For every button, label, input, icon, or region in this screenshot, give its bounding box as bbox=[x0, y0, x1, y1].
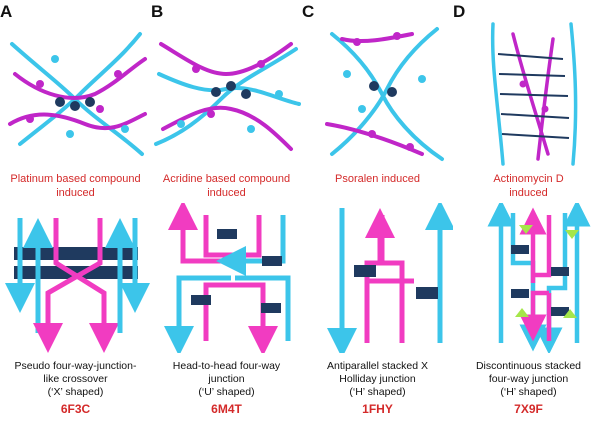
ligand-block bbox=[262, 256, 282, 266]
panel-title: Acridine based compound induced bbox=[162, 173, 291, 199]
molecular-structure-image bbox=[8, 32, 147, 156]
ligand-block bbox=[551, 267, 569, 276]
ligand-block bbox=[354, 265, 376, 277]
junction-schematic bbox=[487, 203, 591, 353]
junction-schematic bbox=[5, 218, 150, 353]
panel-letter: B bbox=[151, 2, 164, 21]
panel-description: Head-to-head four-way junction (‘U’ shap… bbox=[172, 360, 281, 398]
pdb-id: 6M4T bbox=[211, 402, 242, 416]
molecular-structure-image bbox=[490, 22, 578, 166]
panel-description: Pseudo four-way-junction- like crossover… bbox=[14, 360, 137, 398]
ligand-block bbox=[14, 247, 138, 260]
ligand-block bbox=[551, 307, 569, 316]
ligand-block bbox=[14, 266, 138, 279]
panel-description: Antiparallel stacked X Holliday junction… bbox=[327, 360, 428, 398]
marker-triangle bbox=[515, 308, 529, 317]
junction-schematic bbox=[164, 203, 291, 353]
pdb-id: 1FHY bbox=[362, 402, 393, 416]
panel-a: A Platinum based compound induced Pseudo… bbox=[0, 0, 151, 423]
panel-title: Psoralen induced bbox=[334, 173, 420, 185]
panel-d: D Actinomycin D induced bbox=[453, 0, 604, 423]
molecular-structure-image bbox=[154, 42, 301, 151]
panel-letter: A bbox=[0, 2, 13, 21]
panel-b: B Acridine based compound induced Head-t… bbox=[151, 0, 302, 423]
ligand-block bbox=[511, 245, 529, 254]
junction-schematic bbox=[327, 203, 453, 353]
ligand-block bbox=[191, 295, 211, 305]
ligand-block bbox=[217, 229, 237, 239]
ligand-block bbox=[416, 287, 438, 299]
ligand-block bbox=[511, 289, 529, 298]
panel-title: Platinum based compound induced bbox=[10, 173, 141, 199]
marker-triangle bbox=[565, 230, 579, 239]
pdb-id: 7X9F bbox=[514, 402, 543, 416]
pdb-id: 6F3C bbox=[60, 402, 91, 416]
marker-triangle bbox=[563, 309, 577, 318]
panel-c: C Psoralen induced Antiparallel stacked … bbox=[302, 0, 453, 423]
panel-letter: D bbox=[453, 2, 466, 21]
panel-letter: C bbox=[302, 2, 315, 21]
marker-triangle bbox=[519, 225, 533, 234]
ligand-block bbox=[261, 303, 281, 313]
panel-title: Actinomycin D induced bbox=[493, 173, 564, 199]
panel-description: Discontinuous stacked four-way junction … bbox=[475, 360, 582, 398]
molecular-structure-image bbox=[325, 27, 444, 161]
